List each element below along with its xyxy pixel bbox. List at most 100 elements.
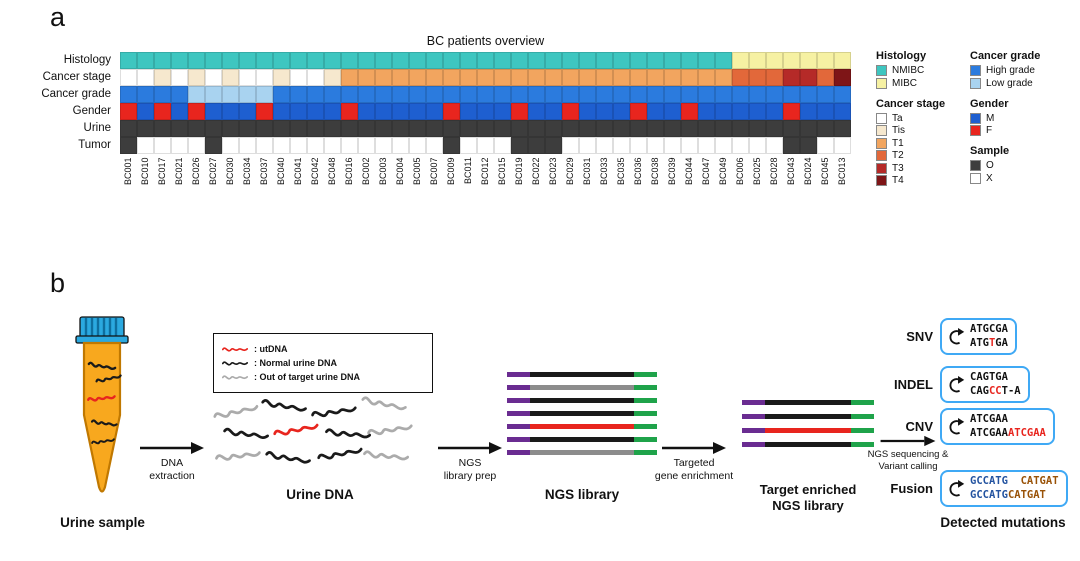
patient-id-label: BC048 — [327, 157, 337, 185]
sequence-segment: GCCATG — [970, 475, 1008, 487]
legend-item: Low grade — [970, 77, 1078, 89]
heatmap-cell — [511, 52, 528, 69]
heatmap-cell — [324, 137, 341, 154]
adapter-left-segment — [507, 372, 530, 377]
legend-title: Histology — [876, 50, 927, 62]
heatmap-cell — [256, 69, 273, 86]
arrow-targeted-gene-enrichment: Targeted gene enrichment — [655, 441, 733, 482]
sequence-segment: ATG — [970, 337, 989, 350]
arrow-icon — [438, 442, 502, 454]
adapter-left-segment — [742, 414, 765, 419]
heatmap-cell — [800, 86, 817, 103]
heatmap-cell — [239, 120, 256, 137]
heatmap-cell — [834, 52, 851, 69]
heatmap-cell — [834, 86, 851, 103]
heatmap-cell — [800, 120, 817, 137]
sequence-segment: CAGTGA — [970, 371, 1008, 383]
heatmap-cell — [307, 86, 324, 103]
heatmap-row-label: Cancer stage — [42, 71, 111, 83]
patient-id-label: BC044 — [684, 157, 694, 185]
adapter-left-segment — [507, 437, 530, 442]
insert-segment — [765, 428, 851, 433]
ngs-read-bar — [507, 411, 657, 416]
tube-dna-strands — [87, 361, 122, 445]
legend-item-label: M — [986, 112, 995, 124]
heatmap-cell — [409, 103, 426, 120]
heatmap-cell — [188, 137, 205, 154]
heatmap-cell — [698, 120, 715, 137]
heatmap-cell — [732, 103, 749, 120]
heatmap-cell — [613, 69, 630, 86]
heatmap-cell — [358, 69, 375, 86]
heatmap-cell — [188, 103, 205, 120]
heatmap-cell — [800, 103, 817, 120]
heatmap-cell — [579, 86, 596, 103]
legend-item: T1 — [876, 137, 968, 149]
heatmap-cell — [834, 103, 851, 120]
legend-swatch — [876, 162, 887, 174]
panel-a-label: a — [50, 2, 66, 32]
heatmap-cell — [528, 120, 545, 137]
heatmap-cell — [341, 52, 358, 69]
heatmap-cell — [647, 120, 664, 137]
dna-legend-item: : utDNA — [222, 344, 424, 354]
sequence-segment: CATGAT — [1020, 475, 1059, 487]
patient-id-label: BC031 — [582, 157, 592, 185]
heatmap-cell — [477, 137, 494, 154]
ngs-library-label: NGS library — [544, 487, 620, 502]
adapter-right-segment — [634, 450, 657, 455]
heatmap-cell — [426, 69, 443, 86]
heatmap-cell — [783, 86, 800, 103]
insert-segment — [765, 400, 851, 405]
heatmap-cell — [681, 86, 698, 103]
heatmap-cell — [477, 52, 494, 69]
heatmap-cell — [766, 69, 783, 86]
heatmap-cell — [188, 120, 205, 137]
adapter-left-segment — [507, 398, 530, 403]
heatmap-cell — [443, 86, 460, 103]
heatmap-cell — [647, 69, 664, 86]
target-enriched-reads — [742, 400, 874, 447]
heatmap-cell — [528, 86, 545, 103]
dna-strand-icon — [273, 423, 319, 436]
heatmap-cell — [681, 137, 698, 154]
heatmap-cell — [290, 86, 307, 103]
mutation-type-label: SNV — [906, 329, 933, 345]
heatmap-cell — [222, 86, 239, 103]
dna-strand-icon — [95, 374, 122, 383]
sequence-line-reference: ATCGAA — [970, 413, 1046, 426]
heatmap-cell — [749, 69, 766, 86]
patient-id-label: BC049 — [718, 157, 728, 185]
heatmap-cell — [698, 69, 715, 86]
legend-item-label: X — [986, 172, 993, 184]
heatmap-cell — [494, 69, 511, 86]
sequence-segment: CC — [988, 385, 1002, 398]
insert-segment — [530, 450, 634, 455]
legend-item-label: NMIBC — [892, 65, 925, 76]
adapter-left-segment — [507, 385, 530, 390]
heatmap-cell — [154, 120, 171, 137]
ngs-read-bar — [742, 400, 874, 405]
heatmap-cell — [715, 103, 732, 120]
heatmap-cell — [239, 137, 256, 154]
legend-title: Gender — [970, 97, 1009, 110]
heatmap-cell — [426, 103, 443, 120]
sequence-segment: ATCGAA — [970, 413, 1008, 425]
realign-arrow-icon — [949, 376, 965, 393]
sequence-segment: ATGCGA — [970, 323, 1008, 335]
arrow-label-line: gene enrichment — [654, 470, 734, 483]
heatmap-cell — [137, 103, 154, 120]
heatmap-cell — [545, 103, 562, 120]
dna-legend-item: : Normal urine DNA — [222, 358, 424, 368]
dna-strand-icon — [87, 395, 116, 402]
legend-item: F — [970, 125, 1078, 136]
heatmap-cell — [443, 137, 460, 154]
legend-item: T4 — [876, 175, 968, 186]
heatmap-cell — [698, 86, 715, 103]
heatmap-cell — [494, 120, 511, 137]
patient-id-label: BC024 — [803, 157, 813, 185]
heatmap-cell — [171, 137, 188, 154]
patient-id-label: BC005 — [412, 157, 422, 185]
